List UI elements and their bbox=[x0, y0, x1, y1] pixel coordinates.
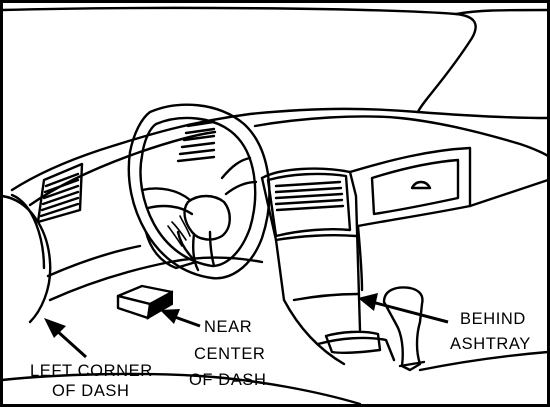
center-vent-slats bbox=[274, 180, 345, 212]
seat-line bbox=[418, 350, 550, 372]
floor-line bbox=[0, 372, 362, 406]
left-vent-frame bbox=[36, 162, 84, 224]
glovebox-handle-icon bbox=[410, 180, 432, 190]
console-panel-divider bbox=[274, 234, 358, 242]
label-center-line2: CENTER bbox=[194, 345, 265, 363]
arrow-left-corner bbox=[44, 318, 88, 359]
door-inner-edge bbox=[10, 193, 46, 270]
console-left-edge bbox=[260, 176, 346, 366]
gear-lever bbox=[382, 286, 424, 372]
label-left-corner-line1: LEFT CORNER bbox=[30, 362, 153, 380]
label-left-corner-line2: OF DASH bbox=[52, 382, 130, 400]
glovebox-door bbox=[370, 158, 460, 216]
dash-right-lower bbox=[468, 178, 550, 208]
arrow-center-of-dash bbox=[160, 309, 201, 328]
center-vent-frame bbox=[266, 172, 352, 238]
glovebox-outline bbox=[348, 146, 472, 228]
cluster-vent-slats bbox=[176, 120, 216, 163]
label-center-line1: NEAR bbox=[204, 318, 252, 336]
ashtray-recess bbox=[316, 336, 396, 362]
console-side-line bbox=[356, 224, 364, 292]
label-center-line3: OF DASH bbox=[189, 371, 267, 389]
console-lower-divider bbox=[292, 292, 360, 302]
lower-dash-inner bbox=[46, 244, 142, 278]
label-behind-line1: BEHIND bbox=[460, 310, 526, 328]
gear-lever-base bbox=[398, 360, 426, 368]
obd-connector bbox=[116, 284, 174, 320]
label-behind-line2: ASHTRAY bbox=[450, 335, 531, 353]
ashtray bbox=[324, 330, 382, 355]
arrow-behind-ashtray bbox=[358, 293, 449, 324]
roof-line bbox=[454, 8, 550, 16]
steering-column bbox=[144, 230, 198, 270]
windshield-outline bbox=[0, 6, 550, 120]
left-vent-slats bbox=[39, 172, 80, 218]
steering-wheel bbox=[127, 103, 271, 280]
dash-right-contour bbox=[253, 115, 550, 158]
door-panel bbox=[0, 194, 52, 324]
